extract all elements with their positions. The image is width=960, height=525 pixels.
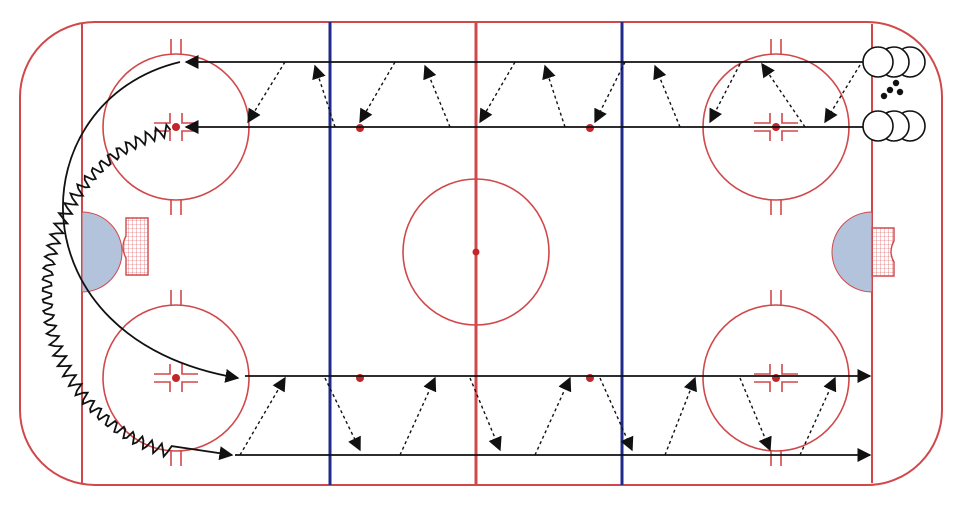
pass-arrow [599,377,634,452]
pass-arrow [664,376,697,456]
faceoff-hash-marks [754,364,798,392]
pass-arrow [534,376,572,456]
pass-arrow [594,61,626,124]
pass-arrow [324,377,361,452]
wavy-skating-path-arrow [41,122,234,461]
rink-boards [19,21,943,486]
faceoff-circle [702,304,850,452]
faceoff-hash-marks [154,364,198,392]
faceoff-circle [102,304,250,452]
pass-arrow [399,376,437,456]
pass-arrow [761,62,806,128]
pass-arrow [709,63,741,124]
neutral-zone-dot [356,124,364,132]
rink-markings [19,21,943,486]
puck-icon [896,88,904,96]
pass-arrow [542,64,566,128]
pass-arrow [239,376,286,456]
puck-icon [892,79,900,87]
player-icon [862,110,894,142]
faceoff-dot [172,374,180,382]
puck-icon [886,86,894,94]
neutral-zone-dot [586,124,594,132]
player-icon [862,46,894,78]
goal-net-icon [871,227,895,277]
goal-net-icon [122,217,149,276]
pass-arrow [739,377,772,452]
center-circle [402,178,550,326]
players [862,46,926,142]
pass-arrow [824,64,861,124]
pass-arrow [799,376,837,456]
pass-arrow [423,64,451,128]
pass-arrow [653,64,681,128]
faceoff-dot [172,123,180,131]
center-faceoff-dot [472,248,480,256]
drill-paths [41,55,872,462]
puck-icon [880,92,888,100]
crease-right [831,211,873,293]
pass-arrow [312,64,336,128]
faceoff-hash-marks [154,113,198,141]
crease-left [81,211,123,293]
pass-arrow [469,377,502,452]
faceoff-hash-marks [754,113,798,141]
